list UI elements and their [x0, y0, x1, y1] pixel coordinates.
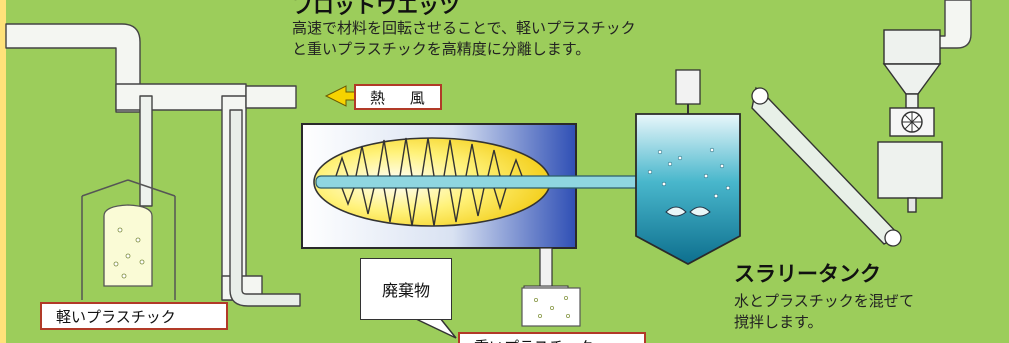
waste-callout-pointer — [413, 317, 457, 339]
waste-callout: 廃棄物 — [360, 258, 452, 320]
flot-wetc-description-line-1: 高速で材料を回転させることで、軽いプラスチック — [292, 19, 636, 37]
agitator-motor — [675, 69, 701, 105]
pipe-return — [229, 109, 301, 307]
slurry-tank-heading: スラリータンク — [734, 262, 881, 286]
pipe-down-to-tank — [139, 95, 153, 207]
hot-air-label: 熱 風 — [354, 84, 442, 110]
slurry-tank-description-line-1: 水とプラスチックを混ぜて — [734, 292, 915, 310]
heavy-plastic-label: 重いプラスチック — [458, 332, 646, 343]
rotor-blades — [335, 137, 523, 227]
slurry-tank — [635, 69, 741, 266]
rotor-shaft — [315, 175, 665, 189]
waste-bin — [521, 287, 581, 327]
pipe-to-dryer — [245, 85, 297, 109]
flot-wetc-description-line-2: と重いプラスチックを高精度に分離します。 — [292, 40, 591, 58]
screw-conveyor — [751, 86, 902, 247]
light-plastic-label: 軽いプラスチック — [40, 302, 228, 330]
slurry-tank-description-line-2: 撹拌します。 — [734, 313, 823, 331]
flot-wetc-heading: フロットウエッツ — [292, 0, 460, 18]
rotor — [313, 137, 665, 227]
light-plastic-container — [81, 179, 176, 300]
waste-label: 廃棄物 — [381, 281, 430, 300]
left-edge-strip — [0, 0, 6, 343]
cyclone-unit — [877, 29, 943, 213]
